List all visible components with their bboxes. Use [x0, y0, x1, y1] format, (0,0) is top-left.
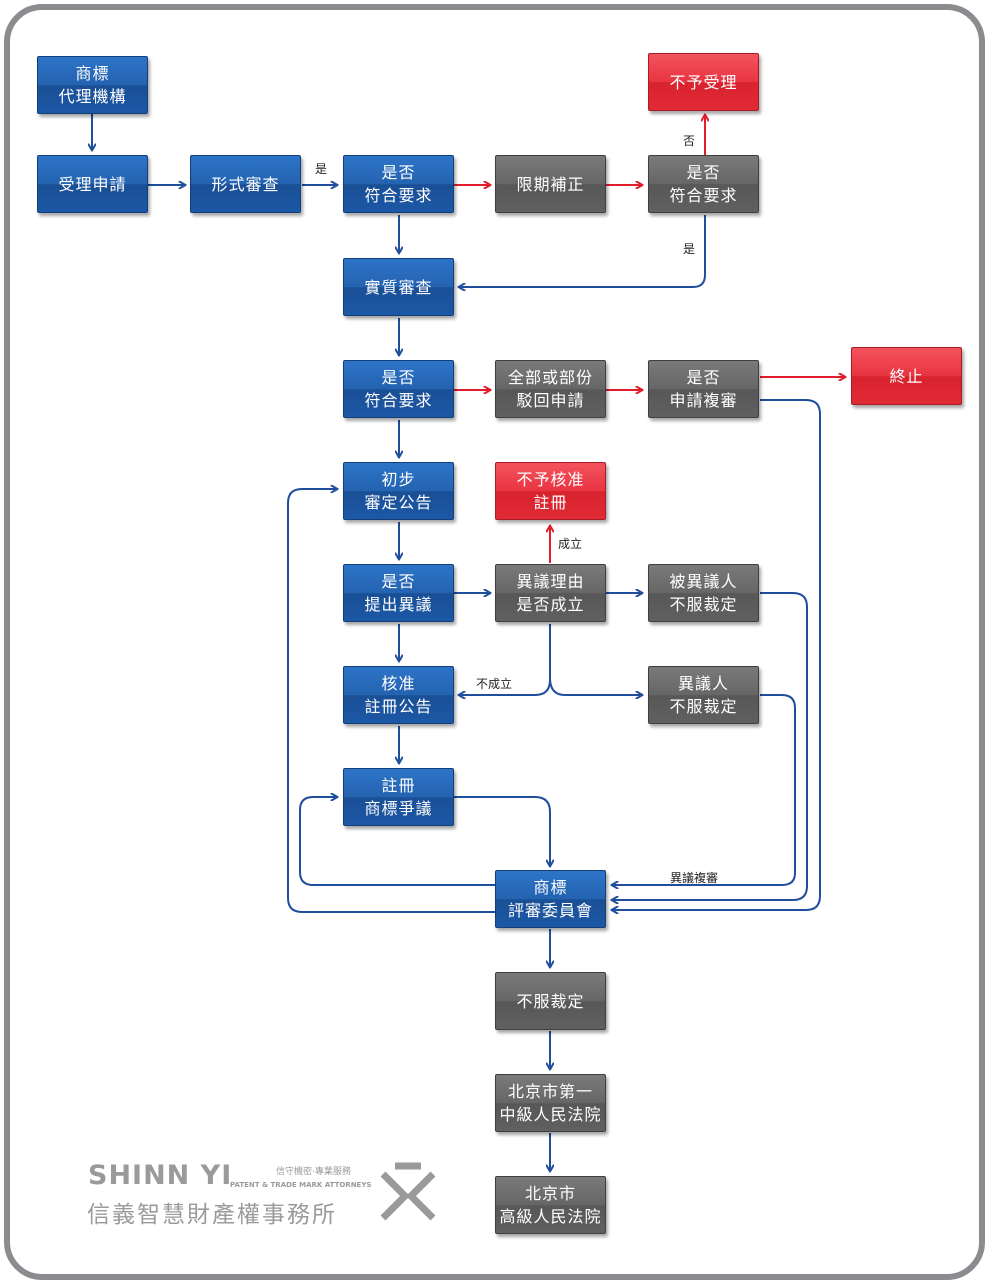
node-opposition-grounds[interactable]: 異議理由 是否成立: [495, 564, 606, 622]
arrow-dispute-to-trab: [454, 796, 550, 866]
logo-name: SHINN YI: [88, 1160, 233, 1191]
arrow-review-to-trab: [612, 399, 821, 910]
node-opposed-party-dissatisfied[interactable]: 被異議人 不服裁定: [648, 564, 759, 622]
node-not-accepted[interactable]: 不予受理: [648, 53, 759, 111]
arrow-trab-to-dispute: [299, 797, 496, 886]
diagram-frame: [4, 4, 985, 1280]
node-substantive-examination[interactable]: 實質審查: [343, 258, 454, 316]
arrow-opponent-to-trab: [612, 694, 796, 885]
arrow-reason-to-opponent: [549, 677, 642, 695]
label-not-established: 不成立: [476, 677, 513, 691]
node-meets-requirements-1[interactable]: 是否 符合要求: [343, 155, 454, 213]
node-beijing-high-court[interactable]: 北京市 高級人民法院: [495, 1176, 606, 1234]
node-beijing-intermediate-court[interactable]: 北京市第一 中級人民法院: [495, 1074, 606, 1132]
logo-chinese-name: 信義智慧財產權事務所: [87, 1202, 337, 1228]
node-opposition-filed[interactable]: 是否 提出異議: [343, 564, 454, 622]
arrow-opposed-party-to-trab: [612, 592, 808, 900]
node-trademark-review-board[interactable]: 商標 評審委員會: [495, 870, 606, 928]
node-formal-examination[interactable]: 形式審查: [190, 155, 301, 213]
arrow-trab-to-prelim: [287, 489, 496, 913]
node-deadline-correction[interactable]: 限期補正: [495, 155, 606, 213]
node-terminate[interactable]: 終止: [851, 347, 962, 405]
node-opponent-dissatisfied[interactable]: 異議人 不服裁定: [648, 666, 759, 724]
node-agency[interactable]: 商標 代理機構: [37, 56, 148, 114]
node-meets-requirements-2[interactable]: 是否 符合要求: [648, 155, 759, 213]
node-registered-trademark-dispute[interactable]: 註冊 商標爭議: [343, 768, 454, 826]
node-approval-publication[interactable]: 核准 註冊公告: [343, 666, 454, 724]
node-registration-not-approved[interactable]: 不予核准 註冊: [495, 462, 606, 520]
node-accept-application[interactable]: 受理申請: [37, 155, 148, 213]
label-yes-formal: 是: [315, 162, 328, 176]
node-apply-for-review[interactable]: 是否 申請複審: [648, 360, 759, 418]
logo-mark-icon: [380, 1162, 436, 1221]
label-established: 成立: [558, 537, 583, 551]
node-preliminary-publication[interactable]: 初步 審定公告: [343, 462, 454, 520]
node-dissatisfied-ruling[interactable]: 不服裁定: [495, 972, 606, 1030]
node-meets-requirements-3[interactable]: 是否 符合要求: [343, 360, 454, 418]
label-yes-substantive: 是: [683, 242, 696, 256]
logo-slogan: 信守機密‧專業服務: [276, 1167, 351, 1177]
label-no-reject: 否: [683, 134, 696, 148]
label-opposition-review: 異議複審: [670, 871, 719, 885]
logo-english: PATENT & TRADE MARK ATTORNEYS: [230, 1181, 372, 1189]
node-partial-refusal[interactable]: 全部或部份 駁回申請: [495, 360, 606, 418]
arrow-meet2-to-substantive: [459, 215, 706, 287]
